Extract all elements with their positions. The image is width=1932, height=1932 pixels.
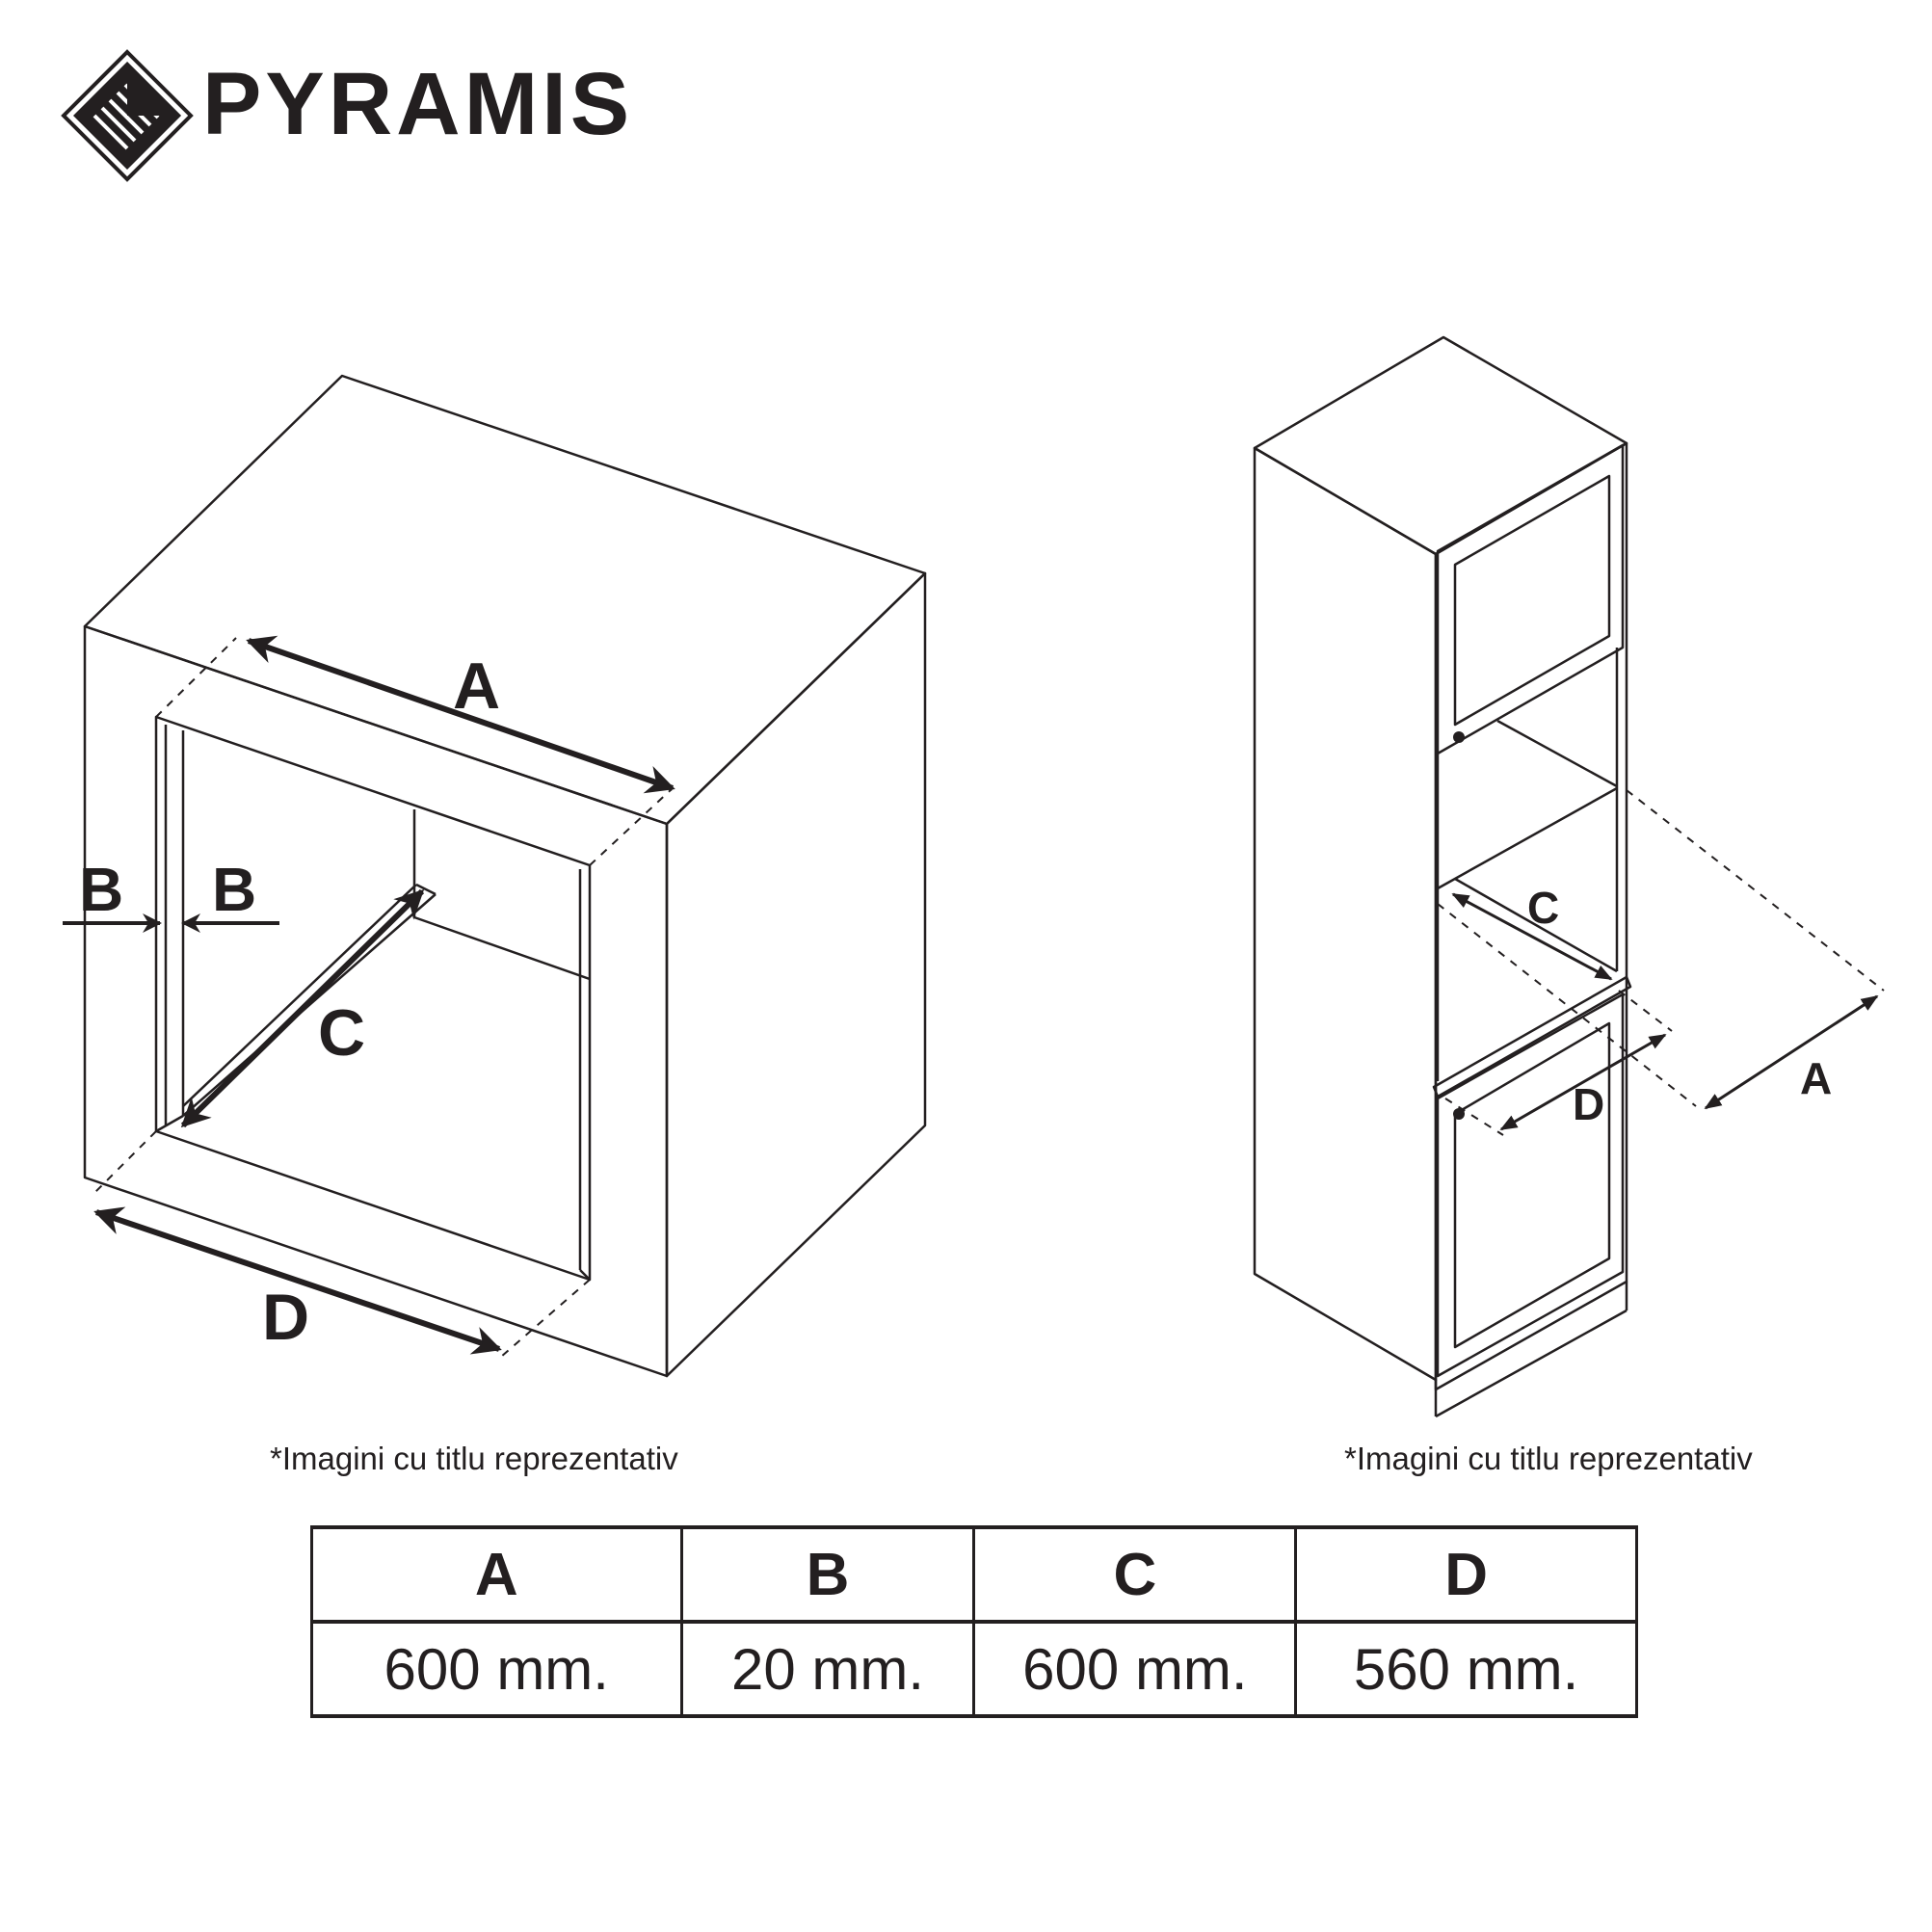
header-c: C [972,1525,1298,1624]
representative-image-note-right: *Imagini cu titlu reprezentativ [1344,1441,1753,1476]
cabinet-niche-drawing [83,374,927,1378]
label-b-left: B [79,855,123,924]
label-b-right: B [212,855,256,924]
label-d-left: D [262,1281,309,1354]
label-c-left: C [318,996,365,1070]
tall-cabinet-drawing [1253,335,1632,1418]
header-d: D [1294,1525,1638,1624]
value-a: 600 mm. [310,1622,683,1718]
label-c-right: C [1527,883,1559,933]
table-values-row: 600 mm. 20 mm. 600 mm. 560 mm. [310,1622,1638,1718]
label-d-right: D [1573,1079,1604,1129]
right-dimension-guides [1437,789,1885,1136]
installation-diagram: A B B C D C D A [63,335,1885,1418]
left-dimension-arrows [63,635,675,1355]
dimensions-table: A B C D 600 mm. 20 mm. 600 mm. 560 mm. [310,1525,1638,1718]
value-d: 560 mm. [1294,1622,1638,1718]
lower-door-knob [1453,1108,1465,1120]
right-dimension-arrows [1451,892,1879,1131]
brand-logo [60,48,638,183]
representative-image-note-left: *Imagini cu titlu reprezentativ [270,1441,678,1476]
pyramis-diamond-logo-icon [61,49,194,182]
label-a-right: A [1800,1053,1832,1103]
table-header-row: A B C D [310,1525,1638,1624]
value-b: 20 mm. [679,1622,976,1718]
header-a: A [310,1525,683,1624]
header-b: B [679,1525,976,1624]
label-a-left: A [453,649,500,723]
upper-door-knob [1453,731,1465,743]
brand-name: PYRAMIS [202,55,634,153]
value-c: 600 mm. [972,1622,1298,1718]
left-dimension-guides [93,637,674,1358]
